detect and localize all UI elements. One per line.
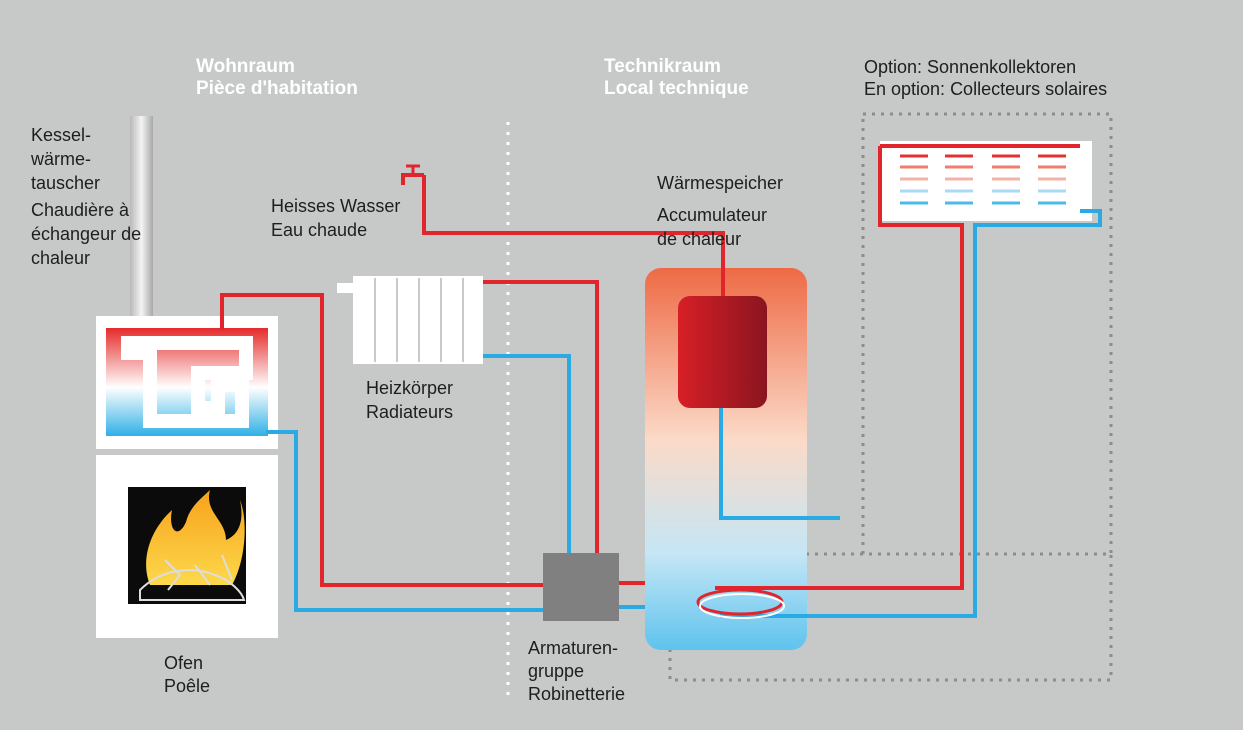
label-storage-de: Wärmespeicher (657, 173, 784, 193)
stove (96, 316, 278, 638)
label-stove-de: Ofen (164, 653, 204, 673)
flame-icon (146, 490, 245, 585)
cold-water-lines (266, 209, 1102, 618)
hot-water-lines (220, 144, 1080, 590)
solar-collector-panel (880, 141, 1092, 221)
solar-option-boundary-upper (861, 112, 1113, 556)
solar-option-title-de: Option: Sonnenkollektoren (864, 57, 1077, 77)
zone-living-title: Wohnraum Pièce d'habitation (196, 56, 358, 100)
solar-option-title-fr: En option: Collecteurs solaires (864, 79, 1108, 99)
log-icon (139, 569, 246, 601)
valve-group (543, 553, 619, 621)
zone-technical-title: Technikraum Local technique (604, 56, 749, 100)
label-storage-fr: Accumulateur de chaleur (657, 205, 768, 249)
label-radiator-fr: Radiateurs (366, 402, 454, 422)
solar-option-title: Option: Sonnenkollektoren En option: Col… (864, 56, 1107, 100)
zone-technical-title-fr: Local technique (604, 78, 749, 99)
label-hot-water-de: Heisses Wasser (271, 196, 401, 216)
chimney (130, 116, 153, 318)
label-boiler-de: Kessel- wärme- tauscher (31, 125, 101, 193)
label-hot-water-fr: Eau chaude (271, 220, 368, 240)
label-stove-fr: Poêle (164, 676, 211, 696)
label-radiator-de: Heizkörper (366, 378, 454, 398)
hot-water-tank-inner (678, 296, 767, 408)
hot-water-tap-icon (401, 164, 424, 185)
zone-living-title-fr: Pièce d'habitation (196, 78, 358, 99)
label-valve-group: Armaturen- gruppe Robinetterie (528, 638, 626, 704)
label-boiler-fr: Chaudière à échangeur de chaleur (31, 200, 142, 268)
radiator (337, 276, 483, 364)
zone-technical-title-de: Technikraum (604, 56, 721, 77)
zone-living-title-de: Wohnraum (196, 56, 295, 77)
